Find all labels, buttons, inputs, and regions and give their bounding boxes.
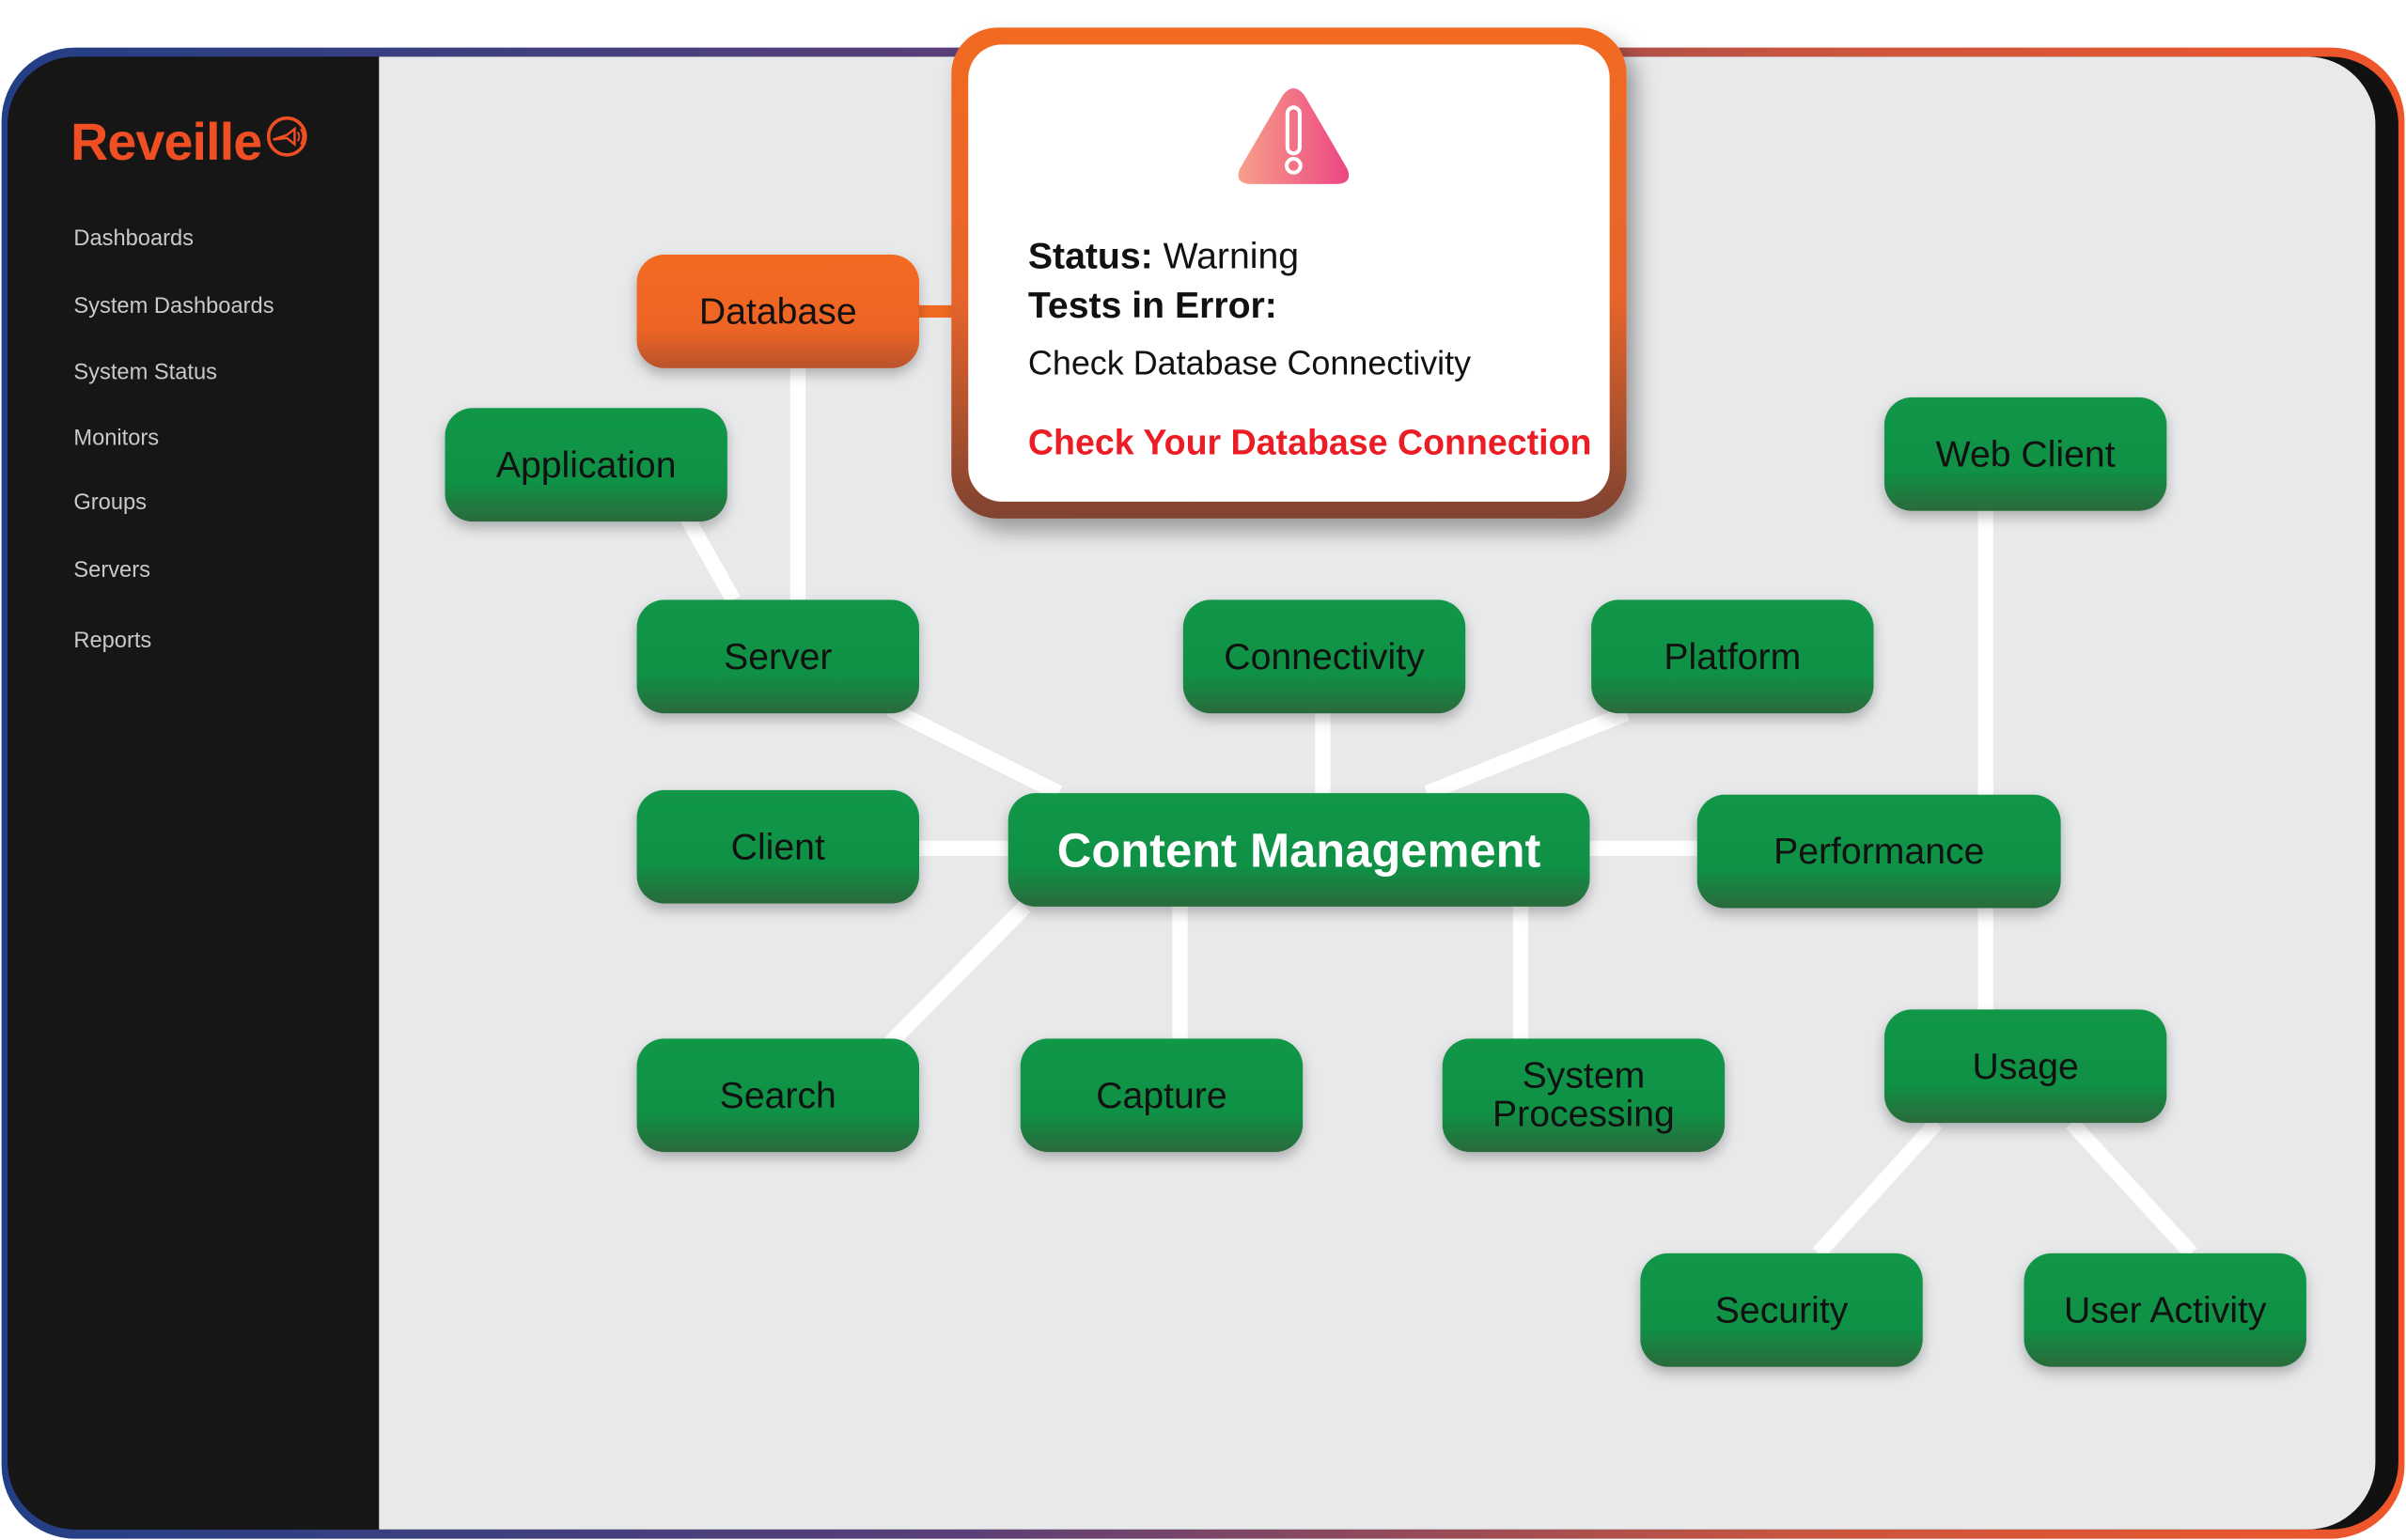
node-search[interactable]: Search bbox=[636, 1038, 919, 1153]
node-performance[interactable]: Performance bbox=[1696, 794, 2061, 909]
logo[interactable]: Reveille bbox=[70, 114, 307, 174]
node-label: Usage bbox=[1972, 1045, 2079, 1087]
error-message[interactable]: Check Your Database Connection bbox=[1027, 421, 1592, 462]
failed-test-name: Check Database Connectivity bbox=[1027, 343, 1472, 382]
sidebar-item-system-status[interactable]: System Status bbox=[73, 360, 218, 385]
status-popup-body: Status: Warning Tests in Error: Check Da… bbox=[968, 44, 1610, 502]
sidebar-item-dashboards[interactable]: Dashboards bbox=[73, 226, 195, 252]
node-usage[interactable]: Usage bbox=[1883, 1009, 2167, 1124]
node-label: Web Client bbox=[1935, 433, 2116, 475]
connector bbox=[680, 514, 741, 604]
bugle-icon bbox=[266, 116, 306, 156]
node-database[interactable]: Database bbox=[636, 255, 919, 368]
sidebar-item-monitors[interactable]: Monitors bbox=[73, 426, 160, 452]
connector bbox=[886, 702, 1063, 801]
node-capture[interactable]: Capture bbox=[1020, 1038, 1304, 1153]
node-label: Search bbox=[719, 1074, 836, 1116]
node-client[interactable]: Client bbox=[636, 789, 919, 904]
node-server[interactable]: Server bbox=[636, 599, 919, 714]
status-popup: Status: Warning Tests in Error: Check Da… bbox=[951, 27, 1627, 519]
node-content-management[interactable]: Content Management bbox=[1008, 793, 1590, 907]
status-label: Status: bbox=[1027, 236, 1153, 278]
node-label: Security bbox=[1714, 1289, 1849, 1331]
status-value: Warning bbox=[1163, 236, 1300, 278]
node-label: Client bbox=[730, 826, 825, 868]
node-label: Application bbox=[495, 443, 677, 486]
logo-text: Reveille bbox=[70, 113, 262, 172]
sidebar-item-reports[interactable]: Reports bbox=[73, 629, 152, 654]
node-application[interactable]: Application bbox=[445, 408, 727, 522]
node-label: Platform bbox=[1664, 635, 1802, 677]
connector bbox=[1424, 706, 1630, 801]
connector bbox=[1812, 1117, 1943, 1259]
connector bbox=[884, 901, 1031, 1049]
node-platform[interactable]: Platform bbox=[1591, 599, 1874, 714]
warning-triangle-icon bbox=[1238, 87, 1350, 184]
node-connectivity[interactable]: Connectivity bbox=[1182, 599, 1466, 714]
node-label: Capture bbox=[1096, 1074, 1227, 1116]
node-user-activity[interactable]: User Activity bbox=[2023, 1252, 2306, 1367]
node-label: Connectivity bbox=[1224, 635, 1425, 677]
node-label: Performance bbox=[1773, 831, 1985, 873]
node-label: Processing bbox=[1492, 1094, 1675, 1136]
sidebar-item-servers[interactable]: Servers bbox=[73, 558, 150, 583]
sidebar-item-system-dashboards[interactable]: System Dashboards bbox=[73, 294, 274, 319]
sidebar bbox=[8, 56, 380, 1530]
node-web-client[interactable]: Web Client bbox=[1883, 397, 2167, 511]
sidebar-item-groups[interactable]: Groups bbox=[73, 490, 148, 516]
connector bbox=[2066, 1117, 2197, 1259]
tests-in-error-label: Tests in Error: bbox=[1027, 285, 1277, 327]
node-label: Database bbox=[698, 290, 857, 333]
node-label: System bbox=[1522, 1055, 1646, 1097]
node-label: User Activity bbox=[2063, 1289, 2267, 1331]
status-line: Status: Warning bbox=[1028, 236, 1299, 279]
node-label: Server bbox=[724, 635, 833, 677]
node-label: Content Management bbox=[1056, 822, 1541, 878]
node-security[interactable]: Security bbox=[1640, 1252, 1923, 1367]
